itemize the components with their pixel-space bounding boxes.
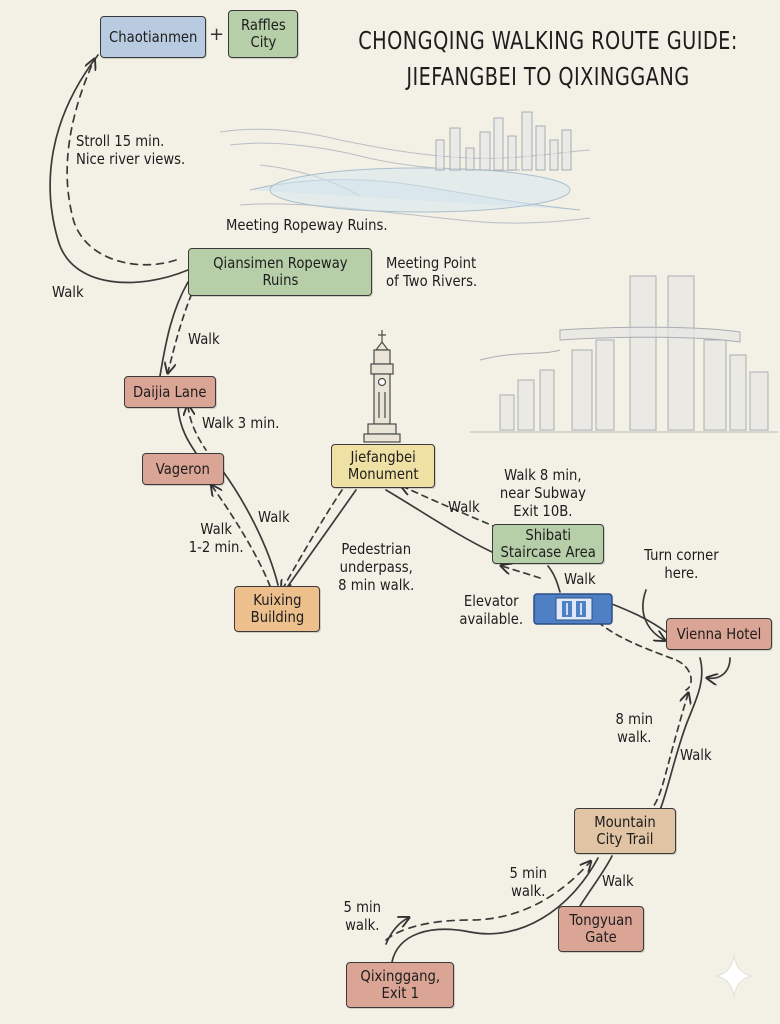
note-turn-corner: Turn corner here. — [643, 546, 719, 582]
note-walk-elevator: Walk — [564, 570, 596, 588]
page-title-line2: JIEFANGBEI TO QIXINGGANG — [406, 62, 690, 91]
stop-jiefangbei-monument[interactable]: Jiefangbei Monument — [331, 444, 435, 488]
stop-qixinggang-exit-1[interactable]: Qixinggang, Exit 1 — [346, 962, 454, 1008]
stop-kuixing-building[interactable]: Kuixing Building — [234, 586, 320, 632]
stop-vienna-hotel[interactable]: Vienna Hotel — [666, 618, 772, 650]
note-meeting-point: Meeting Point of Two Rivers. — [386, 254, 478, 290]
stop-label: Vienna Hotel — [676, 624, 762, 643]
stop-vageron[interactable]: Vageron — [142, 453, 224, 485]
skyline-sketch-icon — [470, 275, 778, 433]
stop-raffles-city[interactable]: Raffles City — [228, 10, 298, 58]
note-stroll: Stroll 15 min. Nice river views. — [76, 132, 186, 168]
note-walk-daijia: Walk — [188, 330, 220, 348]
route-qiansimen-chaotianmen — [49, 54, 189, 284]
stop-mountain-city-trail[interactable]: Mountain City Trail — [574, 808, 676, 854]
river-sketch-icon — [219, 111, 591, 224]
stop-shibati-staircase-area[interactable]: Shibati Staircase Area — [492, 524, 604, 564]
note-walk-vageron: Walk — [258, 508, 290, 526]
stop-label: Mountain City Trail — [594, 813, 656, 848]
note-elevator-available: Elevator available. — [459, 592, 523, 628]
stop-chaotianmen[interactable]: Chaotianmen — [100, 16, 206, 58]
note-walk-jiefangbei: Walk — [448, 498, 480, 516]
note-walk-1-2-min: Walk 1-2 min. — [188, 520, 244, 556]
monument-tower-icon — [363, 330, 401, 443]
route-qiansimen-daijia — [159, 281, 189, 377]
stop-label: Jiefangbei Monument — [347, 448, 419, 483]
note-walk-mountain: Walk — [602, 872, 634, 890]
note-walk-8-min-subway: Walk 8 min, near Subway Exit 10B. — [499, 466, 587, 520]
stop-label: Qiansimen Ropeway Ruins — [212, 254, 348, 289]
elevator-icon — [533, 593, 613, 625]
stop-label: Chaotianmen — [108, 27, 198, 46]
note-walk-vienna: Walk — [680, 746, 712, 764]
stop-tongyuan-gate[interactable]: Tongyuan Gate — [558, 906, 644, 952]
stop-label: Raffles City — [240, 16, 286, 51]
note-8-min-walk: 8 min walk. — [615, 710, 653, 746]
stop-label: Vageron — [155, 459, 211, 478]
stop-qiansimen-ropeway-ruins[interactable]: Qiansimen Ropeway Ruins — [188, 248, 372, 296]
page-title-line1: CHONGQING WALKING ROUTE GUIDE: — [358, 26, 738, 55]
stop-label: Qixinggang, Exit 1 — [360, 967, 440, 1002]
note-underpass: Pedestrian underpass, 8 min walk. — [337, 540, 415, 594]
note-walk-3-min: Walk 3 min. — [202, 414, 280, 432]
plus-sign: + — [209, 24, 225, 45]
note-5-min-walk-upper: 5 min walk. — [509, 864, 547, 900]
stop-daijia-lane[interactable]: Daijia Lane — [124, 376, 216, 408]
stop-label: Tongyuan Gate — [569, 911, 633, 946]
stop-label: Shibati Staircase Area — [500, 526, 596, 561]
note-5-min-walk-lower: 5 min walk. — [343, 898, 381, 934]
stop-label: Daijia Lane — [133, 382, 207, 401]
note-meeting-ropeway: Meeting Ropeway Ruins. — [226, 216, 388, 234]
stop-label: Kuixing Building — [250, 591, 304, 626]
sparkle-icon — [715, 955, 753, 997]
note-walk-left: Walk — [52, 283, 84, 301]
